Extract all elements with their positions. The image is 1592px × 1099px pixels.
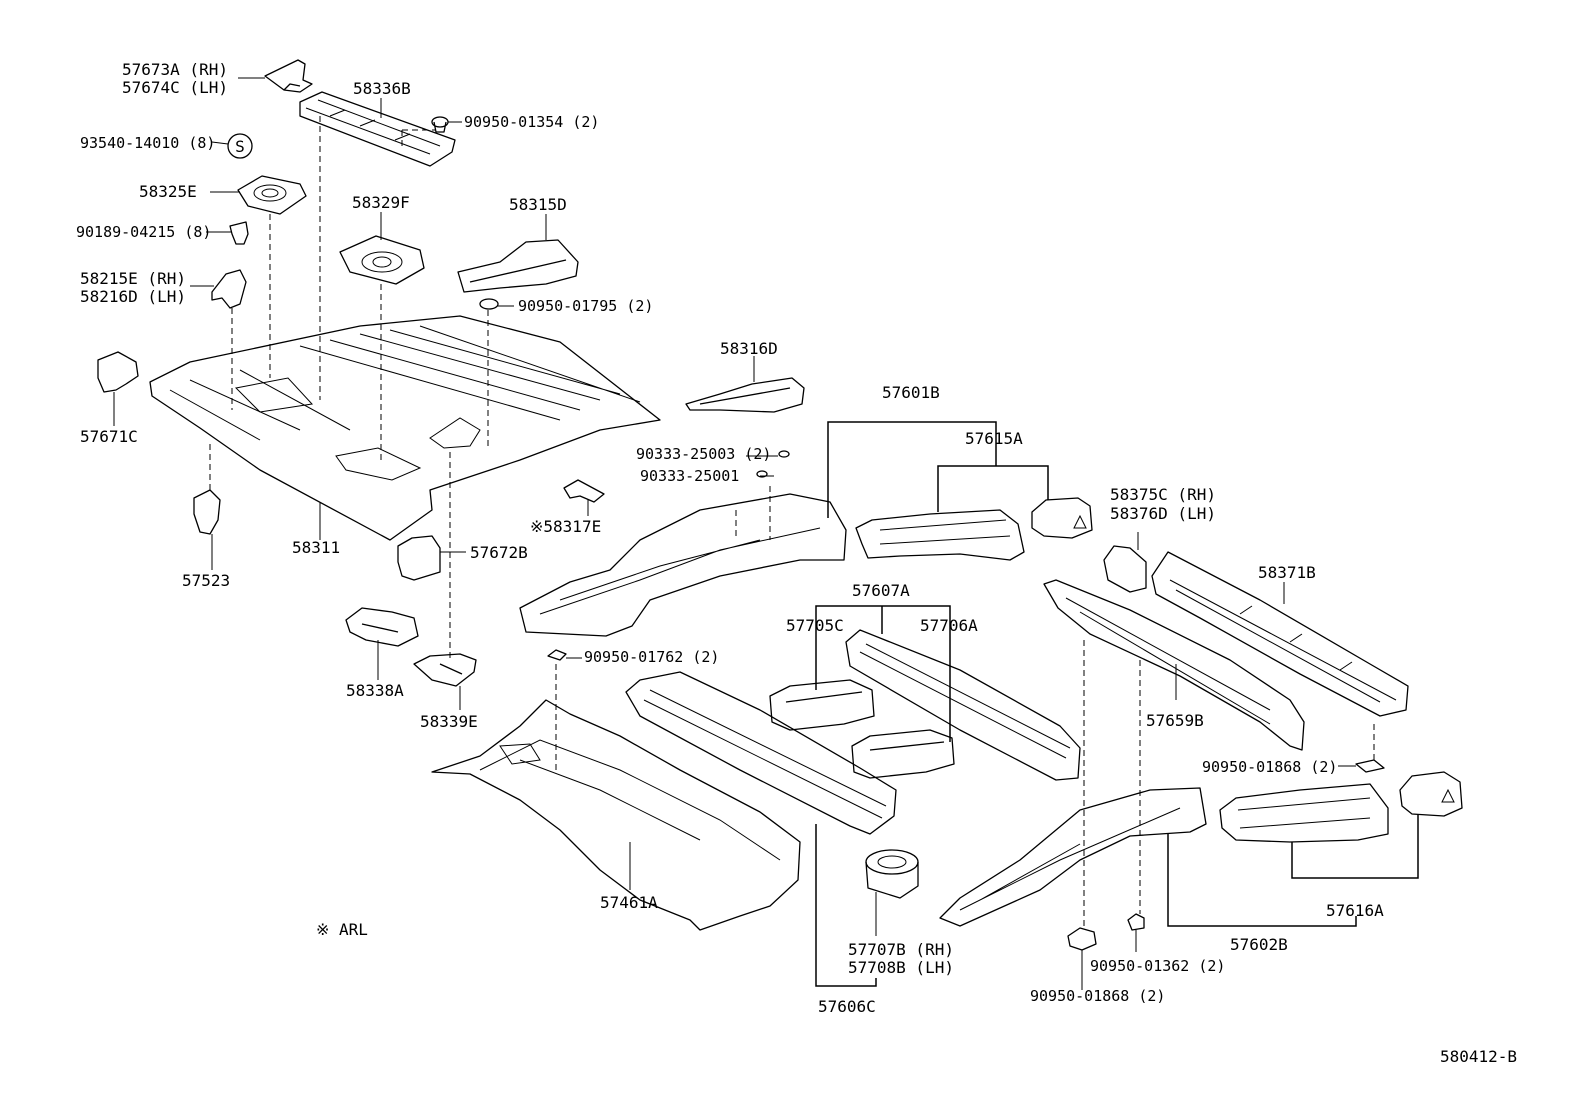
part-57705C-lower (851, 729, 955, 779)
label-90950-01762: 90950-01762 (2) (584, 648, 719, 666)
label-90333-25001: 90333-25001 (640, 467, 739, 485)
warning-triangle-icon (1073, 514, 1087, 529)
label-90950-01868-upper: 90950-01868 (2) (1202, 758, 1337, 776)
part-90950-01362 (1127, 913, 1145, 931)
label-58311: 58311 (292, 538, 340, 557)
part-58339E (413, 653, 477, 687)
label-57673A: 57673A (RH) (122, 60, 228, 79)
part-58375C (1103, 545, 1147, 593)
part-58371B (1151, 551, 1409, 717)
label-57674C: 57674C (LH) (122, 78, 228, 97)
part-90950-01868-lower (1067, 927, 1097, 951)
label-58325E: 58325E (139, 182, 197, 201)
label-57523: 57523 (182, 571, 230, 590)
part-57601B (519, 493, 847, 637)
part-90333-25003 (778, 450, 790, 458)
part-57607A (625, 671, 897, 835)
label-57708B: 57708B (LH) (848, 958, 954, 977)
label-90333-25003: 90333-25003 (2) (636, 445, 771, 463)
part-57706A (845, 629, 1081, 781)
part-58329F (339, 235, 425, 285)
label-57616A: 57616A (1326, 901, 1384, 920)
label-57706A: 57706A (920, 616, 978, 635)
part-58325E (237, 175, 307, 215)
label-s-symbol: S (235, 137, 245, 156)
label-58336B: 58336B (353, 79, 411, 98)
part-57659B (1043, 579, 1305, 751)
label-57671C: 57671C (80, 427, 138, 446)
part-90333-25001 (756, 470, 768, 478)
label-58376D: 58376D (LH) (1110, 504, 1216, 523)
part-57602B (939, 787, 1207, 927)
label-57672B: 57672B (470, 543, 528, 562)
label-57659B: 57659B (1146, 711, 1204, 730)
warning-triangle-icon-2 (1441, 788, 1455, 803)
label-58317E: ※58317E (530, 517, 601, 536)
part-57671C (97, 351, 139, 393)
label-58329F: 58329F (352, 193, 410, 212)
label-58375C: 58375C (RH) (1110, 485, 1216, 504)
label-93540-14010: 93540-14010 (8) (80, 134, 215, 152)
label-58316D: 58316D (720, 339, 778, 358)
label-90950-01868-lower: 90950-01868 (2) (1030, 987, 1165, 1005)
part-58215E (211, 269, 247, 309)
note-arl: ※ ARL (316, 920, 368, 939)
reference-code: 580412-B (1440, 1047, 1517, 1066)
part-57616A-bracket (1399, 771, 1463, 817)
part-58311 (149, 315, 661, 541)
label-90950-01354: 90950-01354 (2) (464, 113, 599, 131)
part-57707B (865, 849, 919, 899)
bracket-57616A (1291, 814, 1419, 879)
part-58315D (457, 239, 579, 293)
label-57461A: 57461A (600, 893, 658, 912)
label-57602B: 57602B (1230, 935, 1288, 954)
part-90950-01868-upper (1355, 759, 1385, 773)
bracket-57601B (827, 421, 997, 518)
part-57616A (1219, 783, 1389, 843)
part-58336B (299, 91, 456, 167)
part-90950-01762 (547, 649, 567, 661)
part-90950-01795 (479, 298, 499, 310)
label-57705C: 57705C (786, 616, 844, 635)
part-58338A (345, 607, 419, 647)
label-58339E: 58339E (420, 712, 478, 731)
part-58316D (685, 377, 805, 413)
label-58315D: 58315D (509, 195, 567, 214)
label-57707B: 57707B (RH) (848, 940, 954, 959)
label-58215E: 58215E (RH) (80, 269, 186, 288)
part-57615A (855, 509, 1025, 561)
part-57672B (397, 535, 441, 581)
label-57615A: 57615A (965, 429, 1023, 448)
bracket-57606C (815, 824, 877, 987)
label-58371B: 58371B (1258, 563, 1316, 582)
label-57601B: 57601B (882, 383, 940, 402)
label-57606C: 57606C (818, 997, 876, 1016)
part-57615A-bracket (1031, 497, 1093, 539)
part-57673A (264, 59, 313, 93)
leader-lines (113, 77, 1356, 990)
part-57461A (431, 699, 801, 931)
label-90189-04215: 90189-04215 (8) (76, 223, 211, 241)
label-90950-01362: 90950-01362 (2) (1090, 957, 1225, 975)
s-symbol-circle (227, 133, 253, 159)
label-58216D: 58216D (LH) (80, 287, 186, 306)
part-57705C (769, 679, 875, 731)
part-90189-04215 (229, 221, 249, 245)
dashed-alignment-lines (209, 116, 1375, 928)
bracket-57602B (1167, 834, 1357, 927)
bracket-57607A (815, 605, 951, 742)
part-57523 (193, 489, 221, 535)
label-90950-01795: 90950-01795 (2) (518, 297, 653, 315)
label-57607A: 57607A (852, 581, 910, 600)
part-58317E (563, 479, 605, 503)
label-58338A: 58338A (346, 681, 404, 700)
bracket-57615A (937, 456, 1049, 512)
